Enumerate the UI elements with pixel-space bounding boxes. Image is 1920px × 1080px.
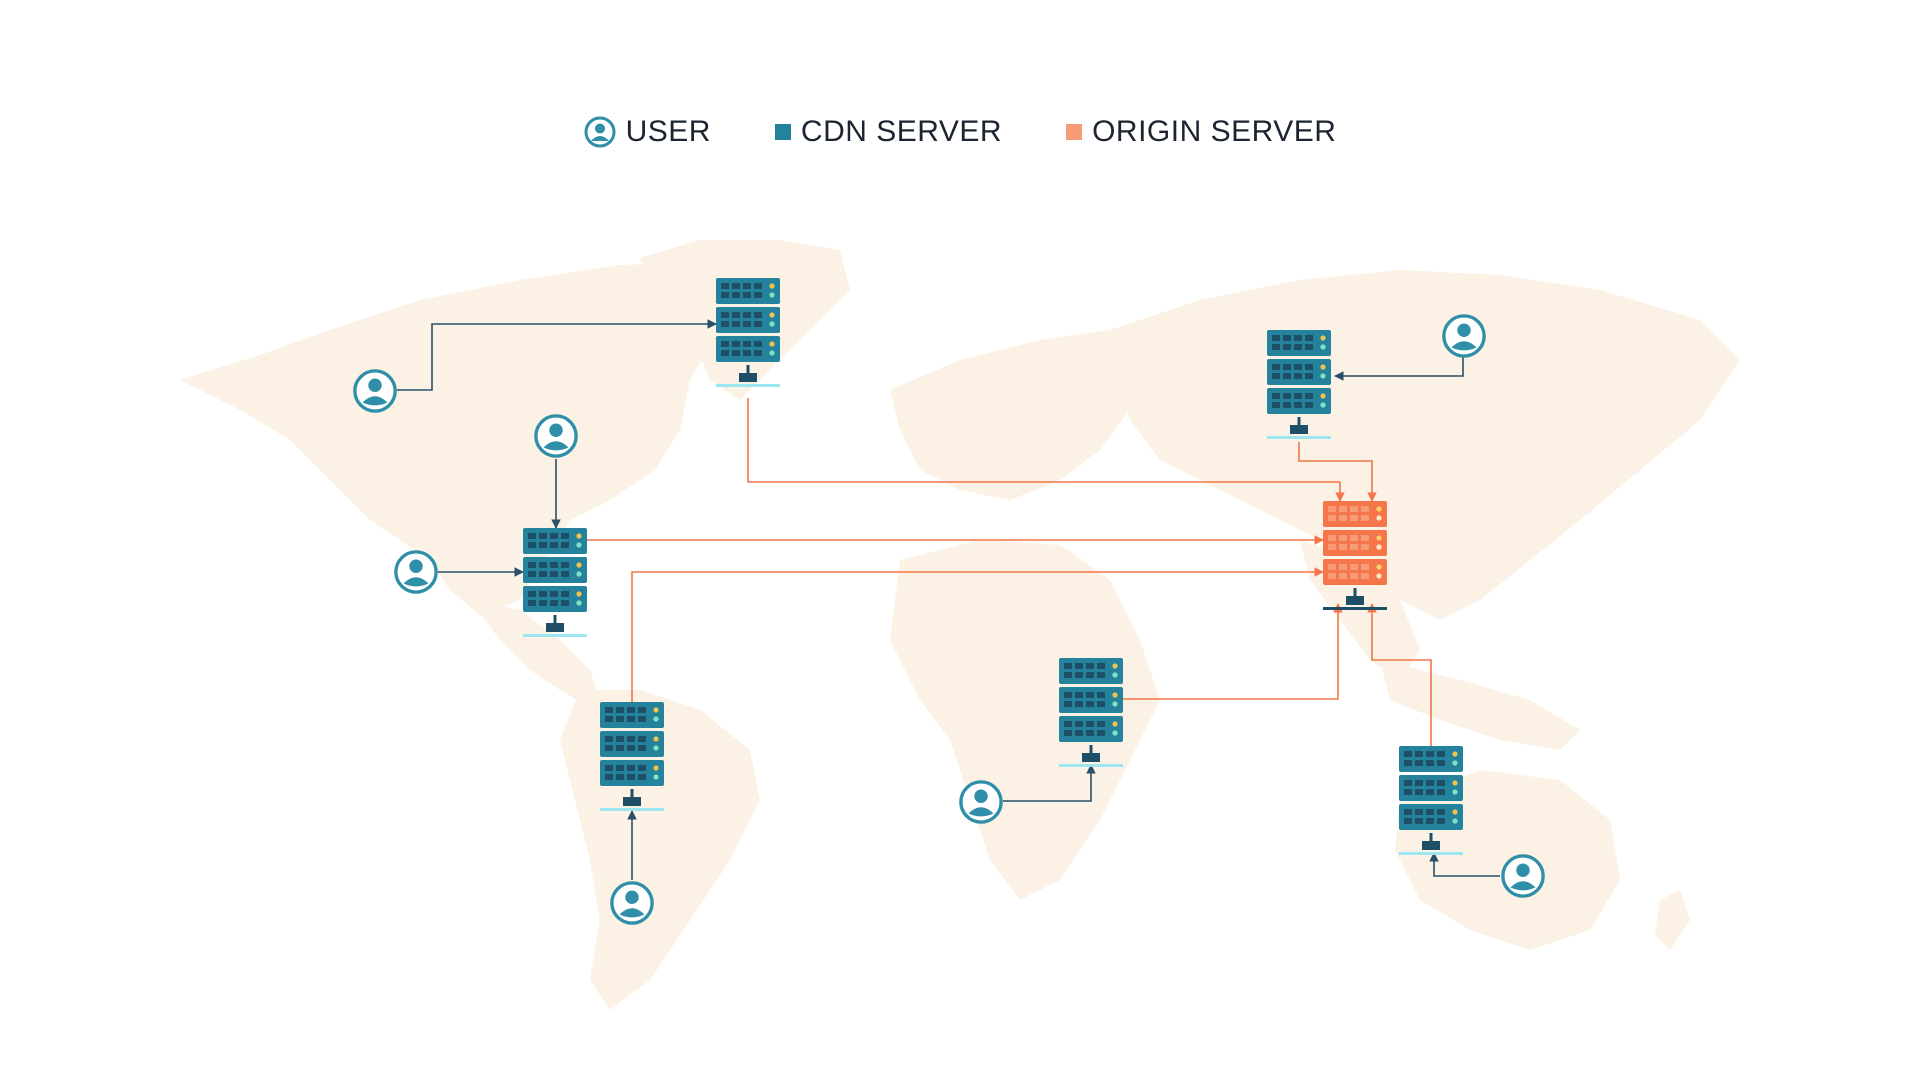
- legend-cdn-label: CDN SERVER: [800, 115, 1003, 148]
- link-cdn-africa-to-origin: [1123, 603, 1343, 700]
- cdn-server-africa: [1059, 658, 1123, 767]
- link-cdn-sa-to-origin: [631, 567, 1324, 702]
- map-europe: [890, 330, 1150, 500]
- cdn-server-australia: [1399, 746, 1463, 855]
- link-user-australia-to-cdn-australia: [1429, 852, 1500, 877]
- origin-server-asia: [1323, 501, 1387, 610]
- cdn-swatch: [774, 124, 791, 140]
- map-central-america: [470, 600, 600, 705]
- user-icon: [610, 881, 654, 925]
- map-asia: [1110, 270, 1740, 620]
- link-user-siberia-to-cdn-russia: [1334, 357, 1464, 381]
- world-map: [180, 240, 1740, 1010]
- user-icon: [1442, 314, 1486, 358]
- link-user-africa-to-cdn-africa: [1003, 764, 1096, 802]
- legend-user: USER: [584, 115, 711, 149]
- cdn-server-north-america: [523, 528, 587, 637]
- link-cdn-russia-to-origin: [1298, 442, 1377, 502]
- cdn-server-south-america: [600, 702, 664, 811]
- server-layer: [523, 278, 1463, 855]
- legend-user-label: USER: [625, 115, 711, 148]
- origin-swatch: [1066, 124, 1083, 140]
- user-icon: [1501, 854, 1545, 898]
- map-north-america: [180, 262, 745, 615]
- origin-links: [586, 398, 1432, 746]
- legend-origin-label: ORIGIN SERVER: [1092, 115, 1337, 148]
- map-new-zealand: [1655, 890, 1690, 950]
- link-user-canada-to-cdn-greenland: [397, 319, 717, 391]
- link-cdn-greenland-to-origin: [747, 398, 1345, 502]
- legend-cdn: CDN SERVER: [774, 115, 1003, 149]
- user-icon: [534, 414, 578, 458]
- map-africa: [890, 540, 1160, 900]
- user-icon: [394, 550, 438, 594]
- user-icon: [353, 369, 397, 413]
- legend: USER CDN SERVER ORIGIN SERVER: [0, 112, 1920, 152]
- legend-origin: ORIGIN SERVER: [1066, 115, 1336, 149]
- user-icon: [959, 780, 1003, 824]
- cdn-server-russia: [1267, 330, 1331, 439]
- cdn-server-greenland: [716, 278, 780, 387]
- link-cdn-australia-to-origin: [1367, 603, 1432, 746]
- user-links: [397, 319, 1500, 880]
- user-icon: [584, 116, 616, 148]
- map-southeast-asia: [1380, 660, 1580, 750]
